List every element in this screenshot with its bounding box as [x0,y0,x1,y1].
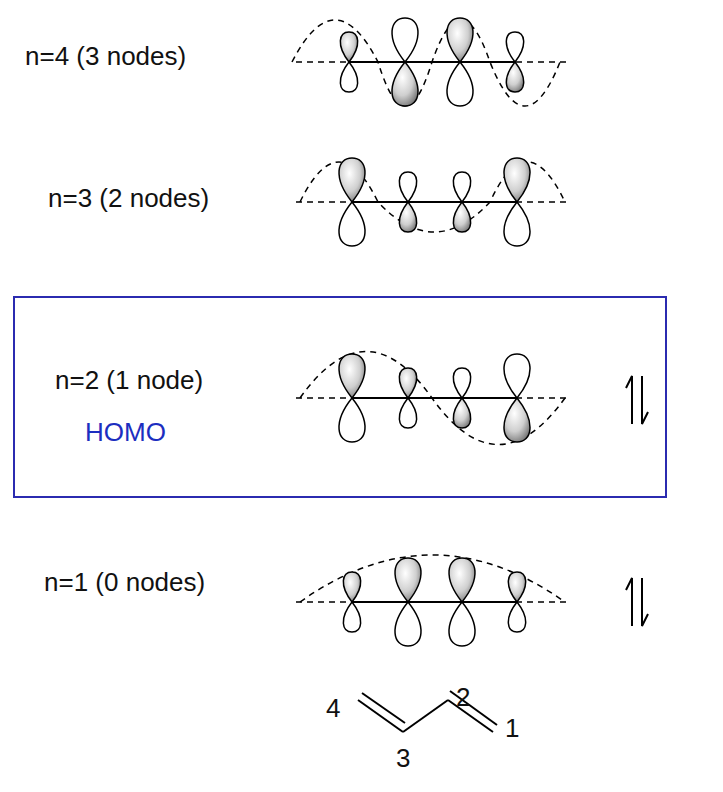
atom-number: 1 [505,714,519,743]
p-orbital-lobe [399,172,416,202]
axis-dashed [296,601,566,603]
p-orbital-lobe [508,572,525,602]
p-orbital-lobe [339,398,365,442]
p-orbital-lobe [504,202,530,246]
p-orbital-lobe [506,62,523,92]
p-orbital-lobe [339,202,365,246]
butadiene-structure [358,691,497,732]
atom-number: 3 [396,744,410,773]
electron-pair [626,578,648,626]
p-orbital-lobe [506,32,523,62]
axis-dashed [296,201,566,203]
orbital-label: n=4 (3 nodes) [25,42,186,71]
axis-bond [352,601,517,603]
homo-box: n=2 (1 node) HOMO [13,296,667,498]
homo-label: HOMO [85,418,166,447]
p-orbital-lobe [453,202,470,232]
p-orbital-lobe [399,368,416,398]
axis-bond [349,61,515,63]
axis-dashed [296,397,566,399]
atom-number: 4 [326,694,340,723]
p-orbital-lobe [504,158,530,202]
p-orbital-lobe [508,602,525,632]
p-orbital-lobe [399,202,416,232]
axis-bond [352,397,517,399]
p-orbital-lobe [395,558,421,602]
orbital-label: n=3 (2 nodes) [48,184,209,213]
p-orbital-lobe [447,18,473,62]
atom-number: 2 [456,683,470,712]
p-orbital-lobe [447,62,473,106]
p-orbital-lobe [453,172,470,202]
axis-bond [352,201,517,203]
p-orbital-lobe [339,158,365,202]
p-orbital-lobe [504,398,530,442]
orbital-label: n=2 (1 node) [55,366,203,395]
p-orbital-lobe [453,398,470,428]
p-orbital-lobe [339,354,365,398]
p-orbital-lobe [343,572,360,602]
wave-envelope [292,20,565,602]
p-orbital-lobe [340,32,357,62]
p-orbital-lobe [340,62,357,92]
axis-dashed [296,61,566,63]
p-orbital-lobe [343,602,360,632]
p-orbital-lobe [399,398,416,428]
p-orbital-lobe [449,602,475,646]
p-orbital-lobe [395,602,421,646]
orbital-label: n=1 (0 nodes) [44,568,205,597]
p-orbital-lobe [504,354,530,398]
electron-pair [626,376,648,424]
p-orbital-lobe [449,558,475,602]
p-orbital-lobe [453,368,470,398]
p-orbital-lobe [392,62,418,106]
p-orbital-lobe [392,18,418,62]
